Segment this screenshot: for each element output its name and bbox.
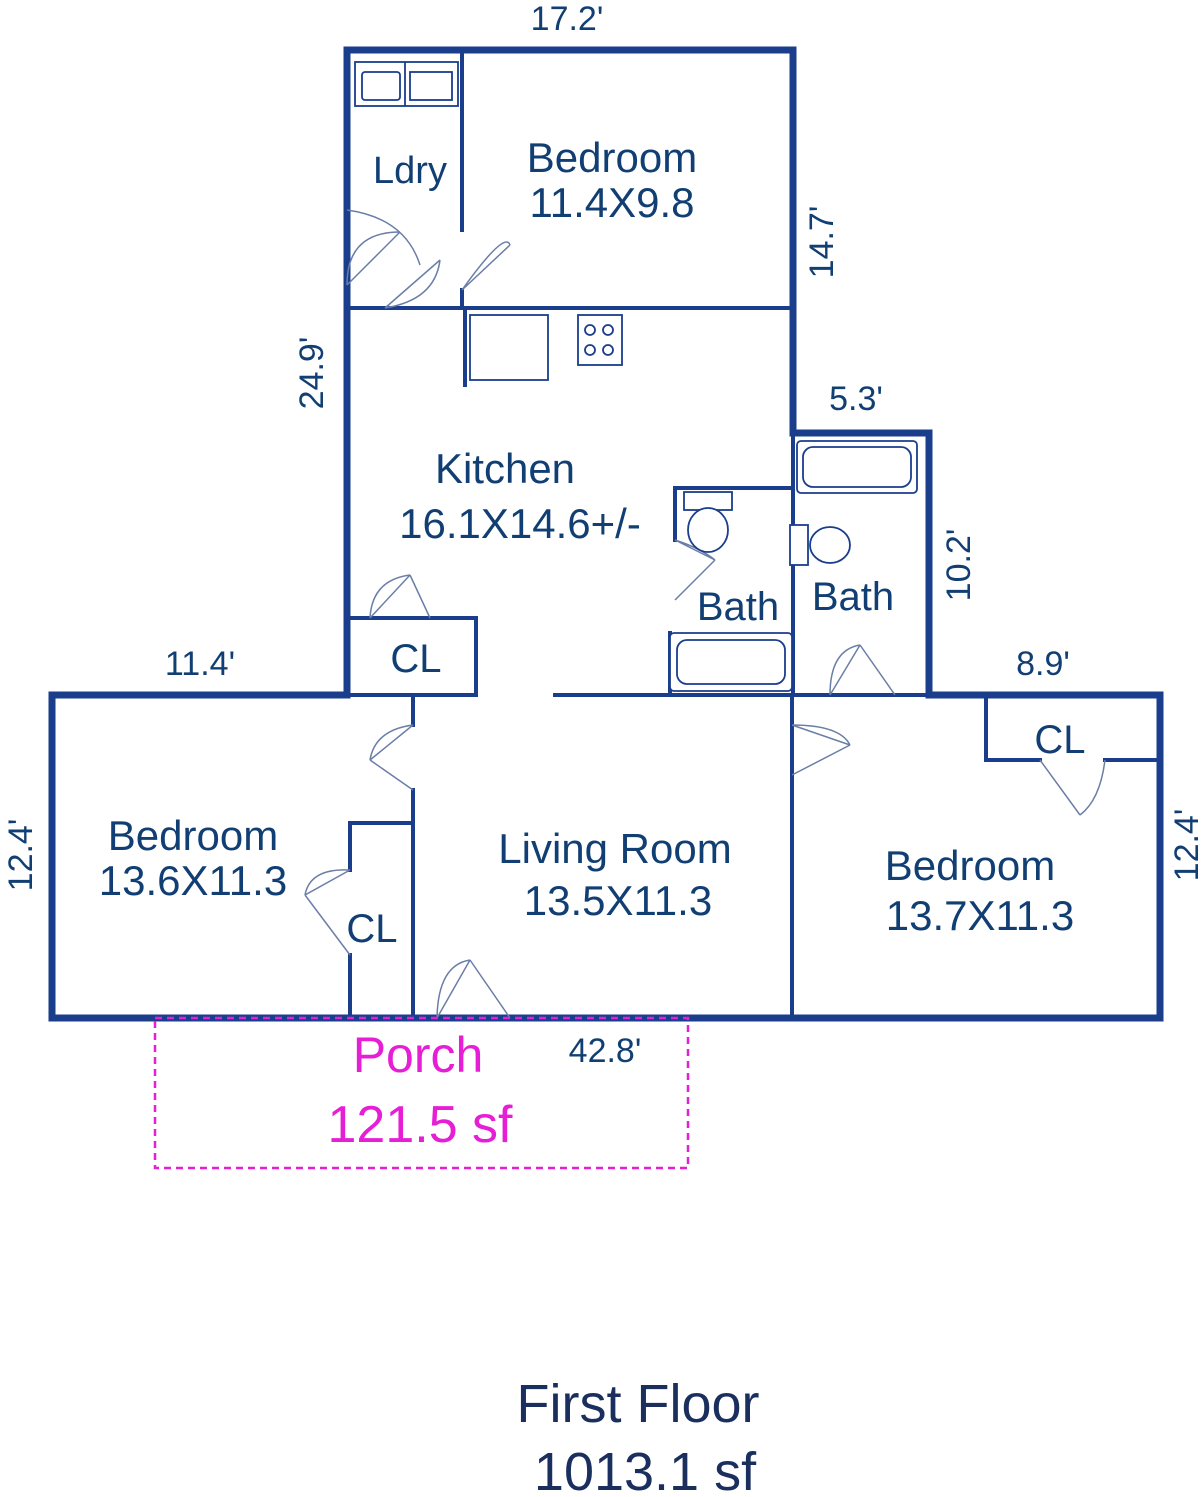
room-size-bedroom-left: 13.6X11.3 [99,857,287,904]
closet-label-kitchen: CL [390,637,441,681]
room-size-bedroom-right: 13.7X11.3 [886,892,1074,939]
room-label-ldry: Ldry [373,150,447,192]
dimension-bottom: 42.8' [569,1032,642,1070]
porch-label: Porch [353,1027,484,1083]
porch-area: 121.5 sf [327,1096,513,1154]
laundry-appliances [354,61,459,107]
floor-area: 1013.1 sf [534,1442,757,1497]
dimension-right-side: 12.4' [1168,809,1203,882]
closet-label-right: CL [1034,718,1085,762]
dimension-bath-right: 10.2' [940,529,978,602]
room-label-bedroom-top: Bedroom [527,134,697,181]
dimension-right-wing-top: 8.9' [1016,645,1070,683]
dimension-right-upper: 14.7' [803,206,841,279]
dimension-bath-top: 5.3' [829,380,883,418]
exterior-wall [48,46,1164,1022]
dimension-left-upper: 24.9' [293,337,331,410]
room-label-bath-right: Bath [812,575,894,619]
room-size-living: 13.5X11.3 [524,877,712,924]
room-size-kitchen: 16.1X14.6+/- [399,500,641,547]
room-label-living: Living Room [498,825,731,872]
bath-fixtures [669,440,918,692]
interior-walls [345,48,1162,1020]
floor-title: First Floor [517,1374,760,1434]
room-size-bedroom-top: 11.4X9.8 [529,179,694,226]
room-label-bath-left: Bath [697,585,779,629]
kitchen-appliances [469,314,623,381]
dimension-top: 17.2' [531,0,604,38]
porch-outline [153,1016,690,1170]
doors [304,209,1106,1019]
closet-label-left: CL [346,907,397,951]
dimension-left-wing-top: 11.4' [165,645,235,683]
room-label-kitchen: Kitchen [435,445,575,492]
dimension-left-side: 12.4' [2,819,40,892]
room-label-bedroom-right: Bedroom [885,842,1055,889]
room-label-bedroom-left: Bedroom [108,812,278,859]
